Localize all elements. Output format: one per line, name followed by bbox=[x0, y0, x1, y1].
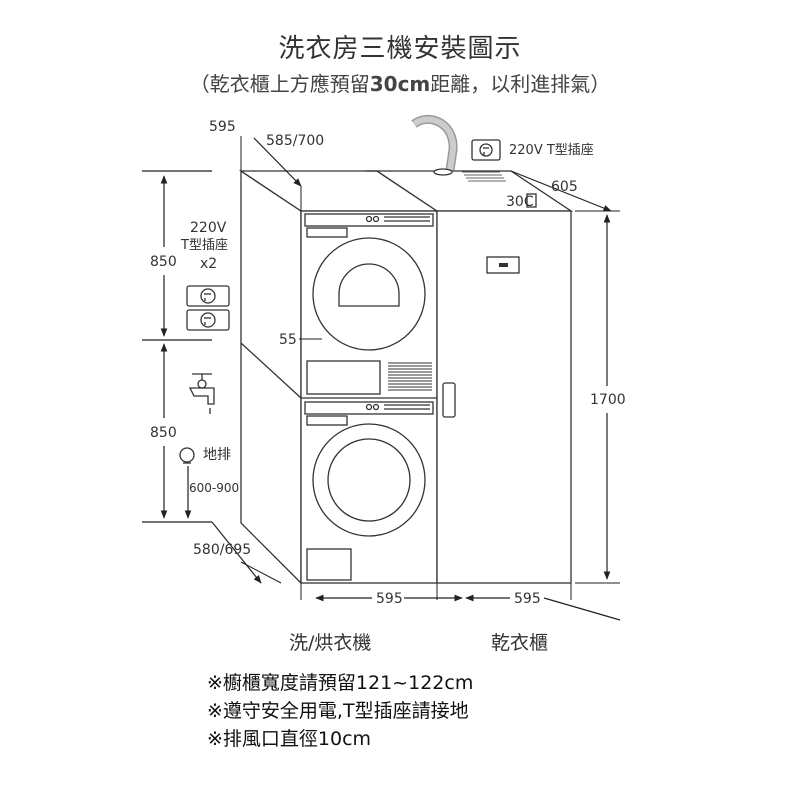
dimension-top-depth: 585/700 bbox=[266, 133, 325, 149]
outlet-label-line3: x2 bbox=[200, 256, 218, 272]
washer-dryer-cabinet bbox=[238, 169, 440, 585]
dimension-bottom-width-right: 595 bbox=[514, 591, 541, 607]
dimension-height-upper: 850 bbox=[150, 254, 177, 270]
subtitle-before: （乾衣櫃上方應預留 bbox=[189, 72, 370, 96]
outlet-label-line2: T型插座 bbox=[181, 238, 228, 253]
caption-dryer-cabinet: 乾衣櫃 bbox=[491, 632, 549, 654]
dimension-bottom-width-left: 595 bbox=[376, 591, 403, 607]
note-cabinet-width: ※櫥櫃寬度請預留121~122cm bbox=[207, 672, 474, 694]
page-title: 洗衣房三機安裝圖示 bbox=[278, 34, 522, 64]
dimension-bottom-depth: 580/695 bbox=[193, 542, 252, 558]
caption-washer-dryer: 洗/烘衣機 bbox=[289, 632, 372, 654]
outlet-top-label: 220V T型插座 bbox=[509, 143, 594, 158]
dimension-total-height: 1700 bbox=[590, 392, 626, 408]
dimension-right-depth: 605 bbox=[551, 179, 578, 195]
outlet-icon bbox=[186, 285, 230, 307]
subtitle-bold: 30cm bbox=[369, 72, 431, 96]
dimension-height-lower: 850 bbox=[150, 425, 177, 441]
duct-icon bbox=[411, 114, 506, 182]
washer-unit bbox=[304, 401, 434, 581]
dryer-unit bbox=[304, 213, 434, 395]
note-electric-safety: ※遵守安全用電,T型插座請接地 bbox=[207, 700, 469, 722]
dryer-cabinet bbox=[365, 170, 574, 584]
note-vent-diameter: ※排風口直徑10cm bbox=[207, 728, 372, 750]
dimension-top-width: 595 bbox=[209, 119, 236, 135]
outlet-icon bbox=[186, 309, 230, 331]
floor-drain-label: 地排 bbox=[203, 447, 231, 463]
breaker-label: 30C bbox=[506, 194, 534, 210]
dimension-door-gap: 55 bbox=[279, 332, 297, 348]
faucet-icon bbox=[188, 373, 215, 414]
dimension-drain-range: 600-900 bbox=[189, 481, 240, 495]
subtitle-after: 距離，以利進排氣） bbox=[430, 72, 611, 96]
floor-drain-icon bbox=[179, 447, 195, 464]
breaker-icon bbox=[526, 193, 537, 208]
outlet-label-line1: 220V bbox=[190, 220, 227, 236]
subtitle: （乾衣櫃上方應預留30cm距離，以利進排氣） bbox=[0, 74, 800, 94]
outlet-icon bbox=[471, 139, 501, 161]
